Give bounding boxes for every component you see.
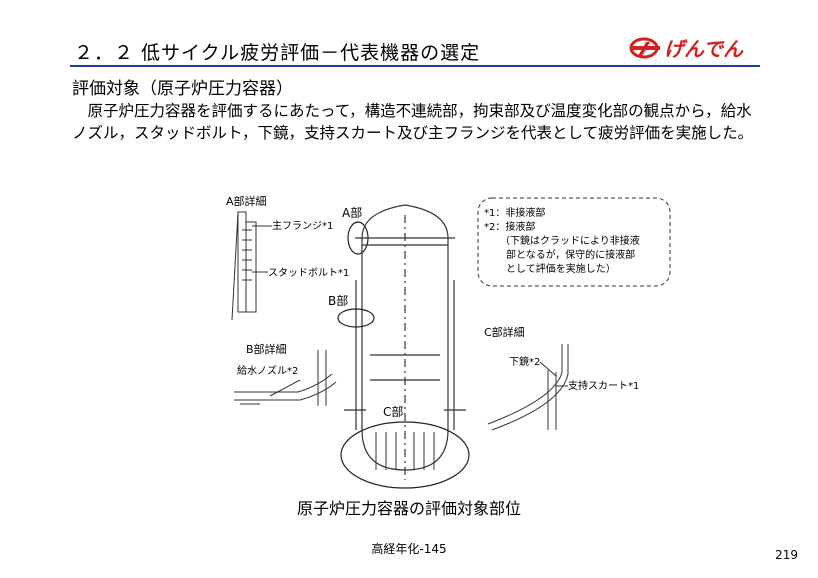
lower-head-label: 下鏡*2 [509, 355, 540, 368]
note-line-5: として評価を実施した） [506, 262, 616, 275]
title-divider [70, 65, 760, 67]
feedwater-nozzle-label: 給水ノズル*2 [237, 364, 298, 377]
logo-mark-icon [629, 37, 660, 59]
c-detail-label: C部詳細 [484, 325, 525, 339]
a-detail-drawing [231, 211, 272, 321]
page-number: 219 [775, 548, 798, 562]
vessel-drawing [344, 204, 466, 480]
note-box [477, 197, 671, 287]
footer-text: 高経年化-145 [371, 542, 447, 556]
note-line-2: *2：接液部 [484, 220, 535, 233]
logo-text: げんでん [664, 37, 744, 61]
stud-bolt-label: スタッドボルト*1 [268, 267, 349, 279]
page-title: ２．２ 低サイクル疲労評価－代表機器の選定 [74, 42, 481, 64]
a-detail-label: A部詳細 [226, 194, 267, 208]
c-part-drawing [375, 432, 435, 470]
b-part-marker [337, 308, 375, 328]
b-part-label: B部 [328, 293, 348, 308]
note-line-3: （下鏡はクラッドにより非接液 [500, 234, 640, 247]
c-part-marker [340, 421, 470, 489]
note-line-1: *1：非接液部 [484, 206, 545, 219]
genden-logo: げんでん [629, 37, 744, 61]
figure-caption: 原子炉圧力容器の評価対象部位 [296, 499, 521, 518]
support-skirt-label: 支持スカート*1 [568, 379, 639, 392]
b-detail-drawing [234, 350, 337, 406]
note-line-4: 部となるが，保守的に接液部 [506, 248, 635, 261]
main-flange-label: 主フランジ*1 [272, 220, 333, 232]
c-part-label: C部 [383, 404, 403, 419]
c-detail-drawing [487, 344, 569, 431]
a-part-label: A部 [342, 205, 362, 220]
b-detail-label: B部詳細 [246, 342, 287, 356]
section-heading: 評価対象（原子炉圧力容器） [72, 79, 293, 99]
body-paragraph: 原子炉圧力容器を評価するにあたって，構造不連続部，拘束部及び温度変化部の観点から… [72, 102, 754, 142]
